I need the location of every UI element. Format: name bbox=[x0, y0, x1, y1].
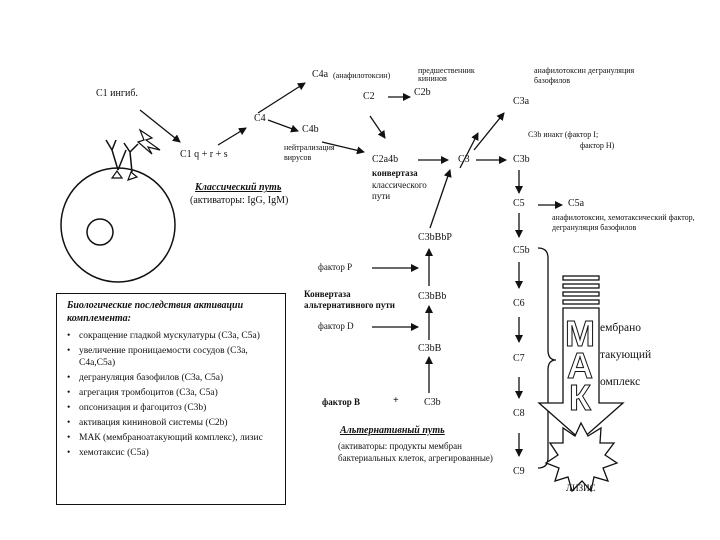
c8-label: C8 bbox=[513, 408, 525, 419]
alternative-convertase-path: альтернативного пути bbox=[304, 300, 395, 310]
cell-illustration bbox=[60, 139, 176, 283]
mac-arrow-shape bbox=[537, 275, 625, 441]
alternative-convertase-title: Конвертаза bbox=[304, 289, 351, 299]
effect-item: активация кининовой системы (C2b) bbox=[65, 417, 283, 429]
effect-item: дегрануляция базофилов (C3a, C5a) bbox=[65, 372, 283, 384]
mac-word-membrano: ембрано bbox=[600, 322, 641, 334]
c2-label: C2 bbox=[363, 91, 375, 102]
effect-item: опсонизация и фагоцитоз (C3b) bbox=[65, 402, 283, 414]
alternative-arrows bbox=[372, 169, 452, 393]
mac-letters: М А К bbox=[565, 313, 596, 418]
classical-pathway-title: Классический путь bbox=[195, 182, 282, 193]
factor-d-label: фактор D bbox=[318, 321, 354, 331]
kinin-precursor-note: предшественник кининов bbox=[418, 66, 475, 84]
classical-arrows bbox=[139, 82, 507, 169]
effect-item: агрегация тромбоцитов (C3a, C5a) bbox=[65, 387, 283, 399]
c5a-effects-note: анафилотоксин, хемотаксический фактор, д… bbox=[552, 213, 695, 233]
c4a-anaphylatoxin-note: (анафилотоксин) bbox=[333, 71, 391, 80]
alt-c3b-label: C3b bbox=[424, 397, 441, 408]
mac-letter-a: А bbox=[567, 345, 594, 386]
c2a4b-label: C2a4b bbox=[372, 154, 399, 165]
virus-neutralization-note: нейтрализация вирусов bbox=[284, 143, 335, 162]
alternative-activators: (активаторы: продукты мембран бактериаль… bbox=[338, 441, 493, 463]
factor-p-label: фактор P bbox=[318, 262, 353, 272]
c3bbb-label: C3bBb bbox=[418, 291, 447, 302]
c6-label: C6 bbox=[513, 298, 525, 309]
c3-label: C3 bbox=[458, 154, 470, 165]
c4b-label: C4b bbox=[302, 124, 319, 135]
classical-activators: (активаторы: IgG, IgM) bbox=[190, 195, 289, 206]
c3b-inactivation-label: C3b инакт (фактор I; bbox=[528, 130, 599, 139]
factor-b-label: фактор B bbox=[322, 397, 360, 407]
classical-convertase-label: конвертаза bbox=[372, 168, 418, 178]
c9-label: C9 bbox=[513, 466, 525, 477]
factor-h-label: фактор H) bbox=[580, 141, 615, 150]
effect-item: увеличение проницаемости сосудов (C3a, C… bbox=[65, 345, 283, 369]
c5-label: C5 bbox=[513, 198, 525, 209]
biological-effects-box: Биологические последствия активации комп… bbox=[56, 293, 286, 505]
lysis-star bbox=[544, 421, 619, 493]
terminal-arrows bbox=[515, 170, 563, 457]
mac-word-attacking: такующий bbox=[600, 349, 652, 361]
effects-title: Биологические последствия активации комп… bbox=[67, 300, 244, 324]
c7-label: C7 bbox=[513, 353, 525, 364]
c3a-label: C3a bbox=[513, 96, 530, 107]
classical-convertase-note: классического пути bbox=[372, 180, 427, 202]
c2b-label: C2b bbox=[414, 87, 431, 98]
effect-item: хемотаксис (C5a) bbox=[65, 447, 283, 459]
alternative-pathway-title: Альтернативный путь bbox=[340, 425, 445, 436]
c1-inhibitor-label: C1 ингиб. bbox=[96, 88, 138, 99]
effect-item: сокращение гладкой мускулатуры (C3a, C5a… bbox=[65, 330, 283, 342]
c4a-label: C4a bbox=[312, 69, 329, 80]
c1qrs-label: C1 q + r + s bbox=[180, 149, 228, 160]
c3bb-label: C3bB bbox=[418, 343, 442, 354]
mac-word-complex: омплекс bbox=[600, 376, 641, 388]
c3a-anaphylatoxin-note: анафилотоксин дегрануляция базофилов bbox=[534, 66, 635, 86]
plus-sign: + bbox=[393, 395, 399, 406]
effects-list: сокращение гладкой мускулатуры (C3a, C5a… bbox=[65, 330, 283, 462]
mac-brace bbox=[537, 247, 557, 469]
lysis-label: ЛИЗИС bbox=[566, 483, 596, 493]
c3b-label: C3b bbox=[513, 154, 530, 165]
c5a-label: C5a bbox=[568, 198, 585, 209]
c5b-label: C5b bbox=[513, 245, 530, 256]
activation-lightning bbox=[136, 128, 161, 155]
mac-letter-m: М bbox=[565, 313, 596, 354]
c4-label: C4 bbox=[254, 113, 266, 124]
mac-letter-k: К bbox=[569, 377, 592, 418]
c3bbbp-label: C3bBbP bbox=[418, 232, 452, 243]
effect-item: МАК (мембраноатакующий комплекс), лизис bbox=[65, 432, 283, 444]
